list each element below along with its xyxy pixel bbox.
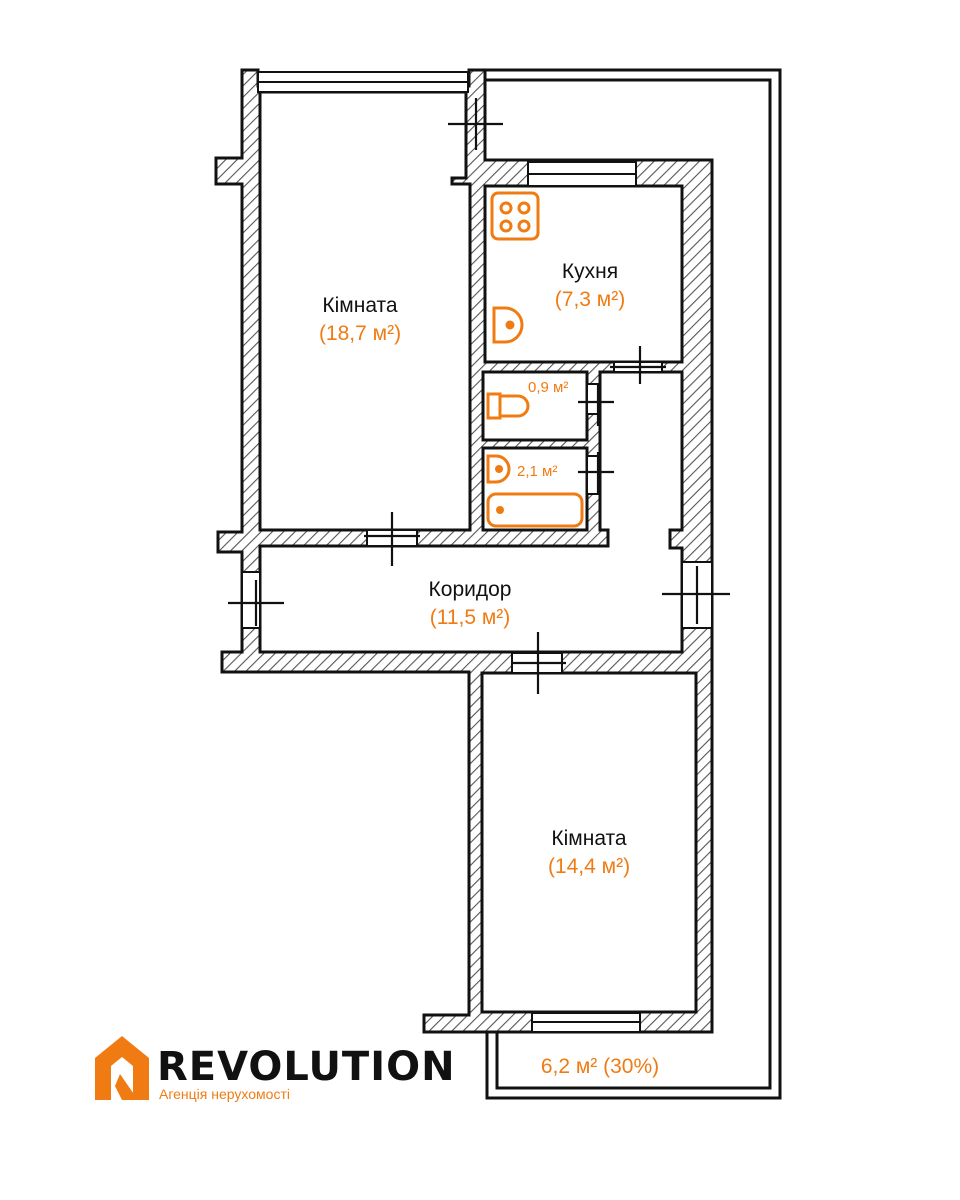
bathroom-area: 2,1 м² xyxy=(517,463,557,480)
balcony-frame xyxy=(469,68,782,1100)
stove-icon xyxy=(490,191,540,241)
balcony-area: 6,2 м² (30%) xyxy=(541,1055,659,1078)
windows xyxy=(257,71,641,1033)
kitchen-area: (7,3 м²) xyxy=(555,288,625,311)
sink-icon xyxy=(492,306,524,344)
bathtub-icon xyxy=(486,492,584,528)
room2-area: (14,4 м²) xyxy=(548,855,630,878)
kitchen-name: Кухня xyxy=(562,260,618,283)
corridor-area: (11,5 м²) xyxy=(430,606,511,629)
toilet-icon xyxy=(486,392,530,420)
room2-name: Кімната xyxy=(551,827,627,850)
corridor-name: Коридор xyxy=(429,578,512,601)
brand-tagline: Агенція нерухомості xyxy=(159,1086,290,1102)
walls xyxy=(214,68,714,1034)
toilet-area: 0,9 м² xyxy=(528,379,568,396)
room1-area: (18,7 м²) xyxy=(319,322,401,345)
bath-sink-icon xyxy=(486,454,511,484)
brand-name: REVOLUTION xyxy=(157,1044,456,1090)
room1-name: Кімната xyxy=(322,294,398,317)
door-swing-icon xyxy=(228,98,730,694)
revolution-logo-icon xyxy=(95,1036,149,1100)
